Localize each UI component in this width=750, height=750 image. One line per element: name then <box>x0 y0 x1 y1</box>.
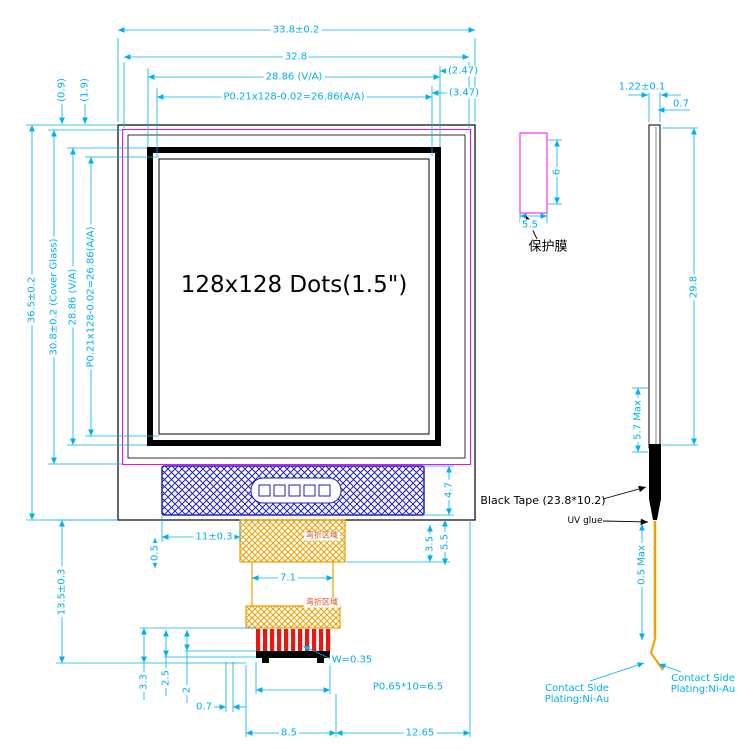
dim-fpc-offset-11: 11±0.3 <box>193 531 235 543</box>
dim-aa-width: P0.21x128-0.02=26.86(A/A) <box>221 91 367 103</box>
dim-conn-12-65: 12.65 <box>403 727 437 739</box>
side-black-tape <box>649 444 661 520</box>
dim-conn-8-5: 8.5 <box>279 727 299 739</box>
dim-height-29-8: 29.8 <box>688 273 700 301</box>
cover-glass-outline <box>127 134 466 459</box>
contact-side-right-line2: Plating:Ni-Au <box>670 684 736 695</box>
contact-side-left-line2: Plating:Ni-Au <box>544 694 610 705</box>
dim-va-width: 28.86 (V/A) <box>263 71 325 83</box>
protective-film-tab <box>519 132 548 214</box>
dim-fpc-length: 13.5±0.3 <box>56 566 68 618</box>
dim-pin-pitch: P0.65*10=6.5 <box>372 681 444 693</box>
dim-offset-1-9: (1.9) <box>79 76 91 104</box>
display-size-text: 128x128 Dots(1.5") <box>180 272 408 299</box>
dim-fpc-thick-max: 0.5 Max <box>636 543 648 587</box>
dim-offset-2-47: (2.47) <box>445 65 481 77</box>
tape-window <box>250 477 342 504</box>
dim-total-width: 33.8±0.2 <box>270 24 322 36</box>
front-view <box>117 124 476 521</box>
dim-tail-width: 7.1 <box>278 572 298 584</box>
dim-thickness-0-7: 0.7 <box>673 98 689 110</box>
leader-lines <box>525 215 649 526</box>
polarizer-outline <box>122 129 471 465</box>
dim-tape-height: 4.7 <box>443 480 455 500</box>
black-tape-label: Black Tape (23.8*10.2) <box>480 493 606 507</box>
dim-offset-0-9: (0.9) <box>56 76 68 104</box>
protective-film-label: 保护膜 <box>528 239 568 255</box>
bend-area-label-1: 弯折区域 <box>304 530 340 541</box>
dim-fpc-5-5: 5.5 <box>439 532 451 552</box>
fpc-stiffener <box>245 605 341 629</box>
dim-gap-0-5: 0.5 <box>149 543 161 563</box>
tape-window-pads <box>258 484 331 497</box>
connector-pins <box>256 629 331 663</box>
display-bezel <box>147 147 441 446</box>
active-area-outline <box>158 158 430 435</box>
connector-base <box>256 651 330 658</box>
bend-area-label-2: 弯折区域 <box>304 597 340 608</box>
dim-film-width: 5.5 <box>520 219 540 231</box>
contact-side-right-line1: Contact Side <box>671 672 735 684</box>
dim-thickness: 1.22±0.1 <box>616 81 668 93</box>
dim-offset-3-47: (3.47) <box>446 87 482 99</box>
dim-aa-height: P0.21x128-0.02=26.86(A/A) <box>85 224 97 370</box>
dim-film-height: 6 <box>551 166 563 178</box>
dim-fpc-3-5: 3.5 <box>424 534 436 554</box>
uv-glue-label: UV glue <box>567 515 603 526</box>
dim-conn-2: 2 <box>181 684 193 696</box>
dim-conn-0-7: 0.7 <box>194 701 214 713</box>
dim-width-32-8: 32.8 <box>282 51 310 63</box>
side-view <box>648 124 664 671</box>
dim-total-height: 36.5±0.2 <box>26 274 38 326</box>
dim-cover-glass-height: 30.8±0.2 (Cover Glass) <box>48 236 60 358</box>
side-fpc-hook <box>649 638 664 671</box>
dim-va-height: 28.86 (V/A) <box>67 266 79 328</box>
dim-conn-2-5: 2.5 <box>160 668 172 688</box>
contact-side-left-line1: Contact Side <box>545 682 609 694</box>
dim-tape-thick-max: 5.7 Max <box>632 398 644 442</box>
black-tape-region <box>161 465 425 516</box>
fpc-upper <box>239 519 346 563</box>
dim-conn-3-3: 3.3 <box>138 672 150 692</box>
dim-pin-width: W=0.35 <box>329 654 375 666</box>
side-glass <box>648 124 661 449</box>
